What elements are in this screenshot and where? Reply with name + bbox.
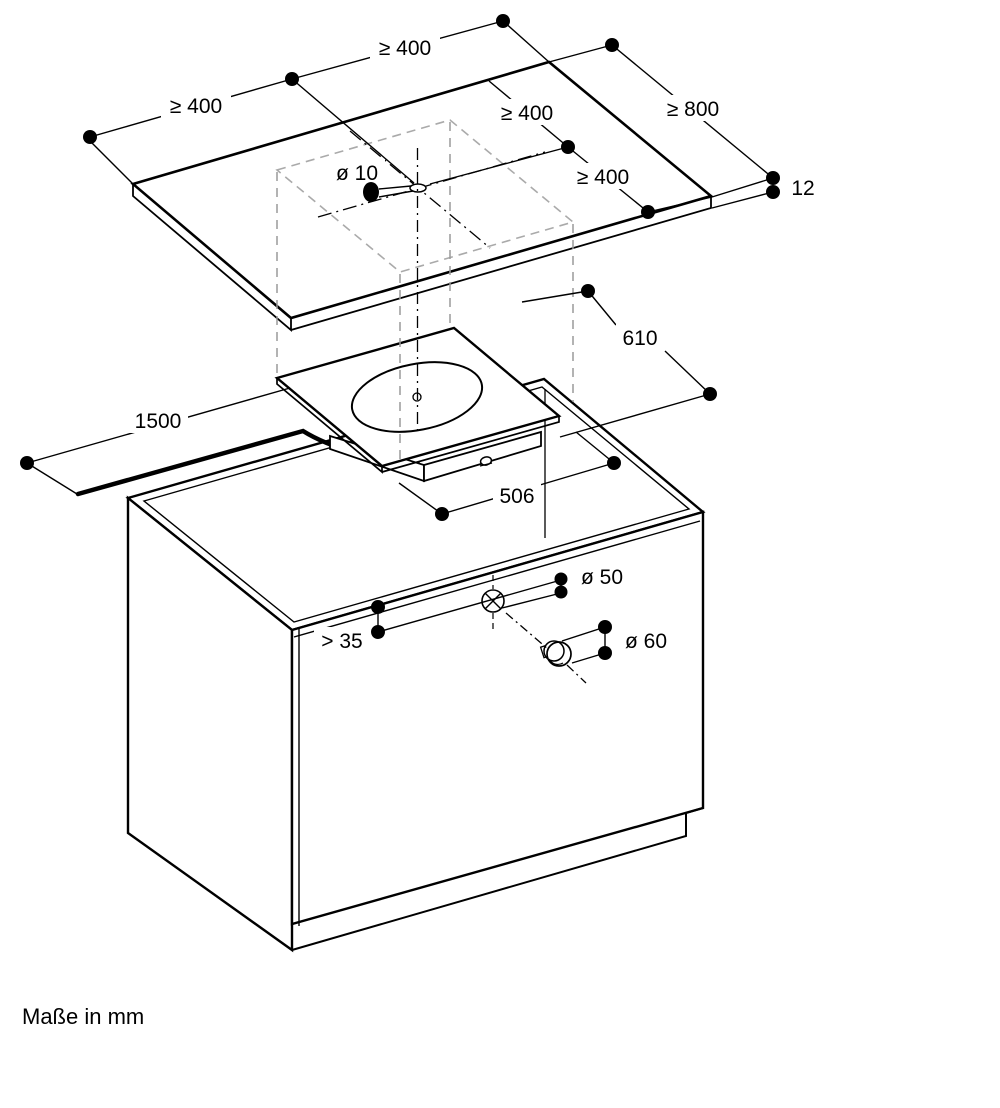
svg-text:ø 60: ø 60: [625, 630, 667, 653]
cable-hole-marker: [481, 575, 505, 629]
dim-label-min400-top-left: ≥ 400: [161, 92, 231, 118]
cable-clip-icon: [479, 456, 493, 466]
mounting-housing-right: [423, 430, 542, 483]
dim-label-width-506: 506: [493, 482, 541, 508]
base-cabinet: [125, 377, 706, 953]
svg-text:≥ 400: ≥ 400: [501, 102, 553, 125]
control-knob: [539, 640, 572, 667]
dim-label-cable-1500: 1500: [128, 407, 188, 433]
unit-note: Maße in mm: [22, 1004, 144, 1029]
svg-text:610: 610: [622, 327, 657, 350]
dim-label-hole-10: ø 10: [329, 159, 385, 185]
dim-label-thickness-12: 12: [787, 174, 819, 200]
svg-text:> 35: > 35: [321, 630, 362, 653]
svg-text:506: 506: [499, 485, 534, 508]
projection-dashed-lines: [276, 122, 574, 462]
plinth: [291, 807, 704, 951]
svg-text:≥ 400: ≥ 400: [379, 37, 431, 60]
svg-text:ø 10: ø 10: [336, 162, 378, 185]
svg-text:≥ 400: ≥ 400: [577, 166, 629, 189]
wok-ring: [350, 361, 484, 433]
svg-text:ø 50: ø 50: [581, 566, 623, 589]
dimension-labels: ≥ 400 ≥ 400 ≥ 800 ≥ 400 ≥ 400 12 ø 10 6: [128, 34, 819, 653]
svg-text:1500: 1500: [135, 410, 182, 433]
svg-text:12: 12: [791, 177, 814, 200]
dim-label-min400-right: ≥ 400: [568, 163, 638, 189]
dim-label-knob-60: ø 60: [617, 627, 675, 653]
dim-label-min400-top-center: ≥ 400: [370, 34, 440, 60]
svg-text:≥ 400: ≥ 400: [170, 95, 222, 118]
dimension-endpoint-dots: [20, 14, 780, 660]
knob-axis-centerline: [505, 612, 587, 684]
dim-label-min800: ≥ 800: [657, 95, 729, 121]
hole10-leader-dot: [363, 182, 379, 202]
dim-label-clearance-35: > 35: [314, 627, 370, 653]
dim-label-depth-610: 610: [616, 324, 664, 350]
svg-text:≥ 800: ≥ 800: [667, 98, 719, 121]
dim-label-min400-center: ≥ 400: [492, 99, 562, 125]
cutout-dashed-outline: [275, 119, 575, 273]
dim-label-hole-50: ø 50: [573, 563, 631, 589]
